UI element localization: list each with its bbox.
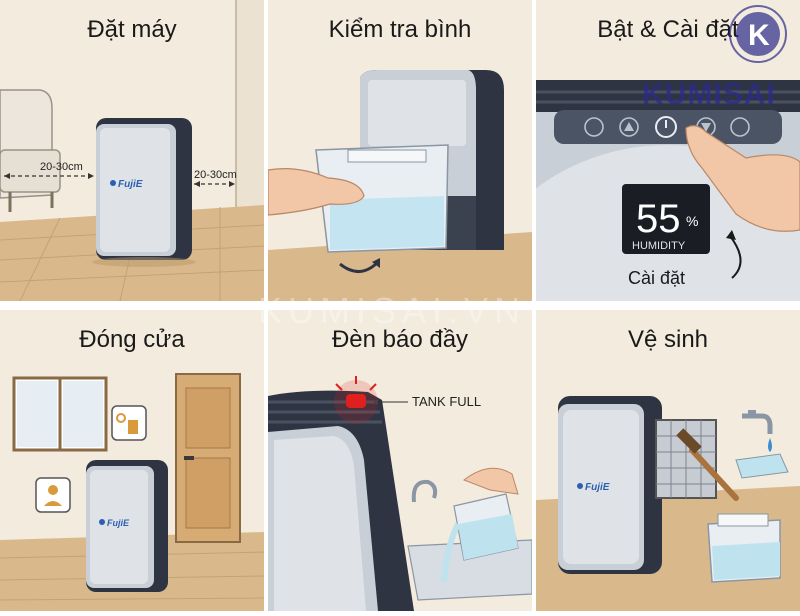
tank-full-label: TANK FULL — [412, 394, 481, 409]
up-arrow-icon[interactable] — [619, 117, 639, 137]
cleaning-illustration: FujiE — [536, 310, 800, 611]
panel-close-door: FujiE Đóng cửa — [0, 310, 264, 611]
panel-tank-full-light: TANK FULL Đèn báo đầy — [268, 310, 532, 611]
logo-letter: K — [748, 19, 770, 52]
check-tank-illustration — [268, 0, 532, 301]
alarm-light-icon — [346, 394, 366, 408]
device-brand-label: FujiE — [118, 179, 143, 190]
tank-full-illustration: TANK FULL — [268, 310, 532, 611]
faucet-icon — [748, 410, 756, 416]
distance-right-label: 20-30cm — [194, 169, 237, 181]
timer-icon[interactable] — [730, 117, 750, 137]
brand-logo-icon — [577, 483, 583, 489]
device-brand-label: FujiE — [107, 518, 130, 528]
panel-place-device: 20-30cm 20-30cm FujiE Đặt máy — [0, 0, 264, 301]
power-icon[interactable] — [655, 116, 677, 138]
close-door-illustration: FujiE — [0, 310, 264, 611]
device-brand-label: FujiE — [585, 482, 610, 493]
humidity-caption: HUMIDITY — [632, 240, 686, 252]
panel-title-cleaning: Vệ sinh — [627, 326, 709, 353]
panel-title-check-tank: Kiểm tra bình — [328, 16, 472, 43]
panel-check-tank: Kiểm tra bình — [268, 0, 532, 301]
humidity-unit: % — [686, 213, 698, 229]
panel-title-power-setup: Bật & Cài đặt — [597, 16, 739, 43]
watermark: KUMISAI.VN — [258, 290, 527, 331]
distance-left-label: 20-30cm — [40, 161, 83, 173]
kumisai-logo: K — [729, 5, 787, 63]
setting-label: Cài đặt — [628, 268, 685, 288]
panel-title-tank-full-light: Đèn báo đầy — [331, 326, 469, 353]
logo-name: KUMISAI — [642, 78, 776, 111]
panel-title-place-device: Đặt máy — [87, 16, 177, 43]
place-device-illustration: 20-30cm 20-30cm FujiE — [0, 0, 264, 301]
humidity-value: 55 — [636, 197, 681, 241]
panel-cleaning: FujiE Vệ sinh — [536, 310, 800, 611]
panel-title-close-door: Đóng cửa — [79, 326, 185, 353]
brand-logo-icon — [99, 519, 105, 525]
brightness-icon[interactable] — [584, 117, 604, 137]
brand-logo-icon — [110, 180, 116, 186]
